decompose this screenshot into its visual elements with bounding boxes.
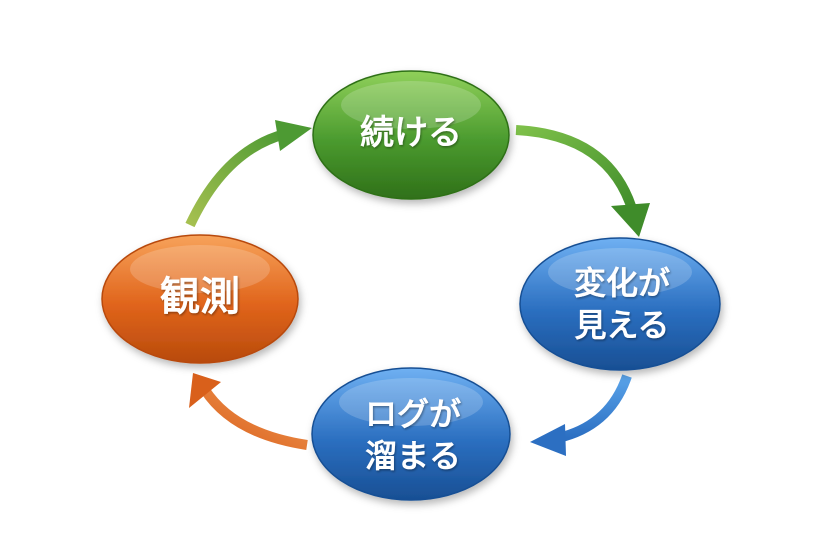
node-continue-label: 続ける [360, 113, 462, 153]
arrow-observe-to-continue [185, 120, 312, 228]
node-change: 変化が 見える [519, 237, 721, 371]
node-change-label-line1: 変化が [574, 264, 670, 302]
node-observe: 観測 [101, 234, 299, 364]
cycle-arrows [185, 120, 650, 456]
arrow-continue-to-change [515, 125, 650, 237]
node-log-label-line2: 溜まる [365, 437, 461, 475]
arrow-log-to-observe [189, 373, 308, 450]
node-log: ログが 溜まる [311, 367, 511, 501]
node-log-label-line1: ログが [365, 395, 461, 433]
node-continue: 続ける [312, 70, 510, 200]
node-change-label-line2: 見える [574, 306, 669, 344]
arrow-change-to-log [530, 374, 632, 456]
node-observe-label: 観測 [160, 274, 240, 320]
